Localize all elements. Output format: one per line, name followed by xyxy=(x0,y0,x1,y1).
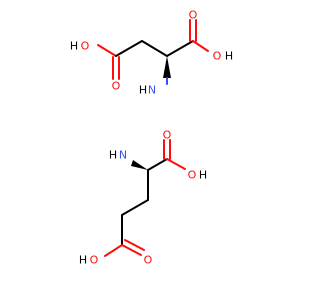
acid-oh-right-h: H xyxy=(225,50,233,63)
carbonyl-left-o: O xyxy=(112,80,121,93)
molecule-1: O H O O O H H N xyxy=(70,9,233,97)
bond-right-acid-single xyxy=(192,40,209,52)
bond-left-acid-c-o-single xyxy=(97,44,117,57)
bond-alpha-carboxyl-top xyxy=(147,158,168,171)
acid-oh-right-o: O xyxy=(213,50,222,63)
stereo-wedge-amine-2 xyxy=(131,160,148,170)
amine-h-1: H xyxy=(139,84,147,97)
carbonyl-bottom-o: O xyxy=(144,254,153,267)
bond-middle-chain xyxy=(121,199,149,216)
acid-oh-bottom-o: O xyxy=(90,254,99,267)
acid-oh-top-o: O xyxy=(188,169,197,182)
amine-n-2: N xyxy=(119,149,127,162)
acid-oh-bottom-h: H xyxy=(79,254,87,267)
bond-alpha-chain xyxy=(141,40,168,57)
molecule-2: H N O O H H O O xyxy=(79,129,207,267)
bond-bottom-acid-double-a xyxy=(121,244,142,256)
bond-top-acid-single xyxy=(166,158,186,170)
amine-h-2: H xyxy=(109,149,117,162)
bond-bottom-acid-double-b xyxy=(124,239,145,251)
bond-bottom-acid-single xyxy=(104,244,123,257)
structure-canvas: O H O O O H H N H N O O H H O O xyxy=(70,9,233,267)
acid-oh-left-h: H xyxy=(70,40,78,53)
acid-oh-left-o: O xyxy=(81,40,90,53)
bond-left-acid-c-chain xyxy=(115,40,143,57)
acid-oh-top-h: H xyxy=(199,169,207,182)
carbonyl-top-o: O xyxy=(163,129,172,142)
amine-n-1: N xyxy=(148,84,156,97)
bond-alpha-carboxyl xyxy=(166,40,194,57)
stereo-wedge-amine xyxy=(163,56,171,78)
acid-right-o: O xyxy=(189,9,198,22)
